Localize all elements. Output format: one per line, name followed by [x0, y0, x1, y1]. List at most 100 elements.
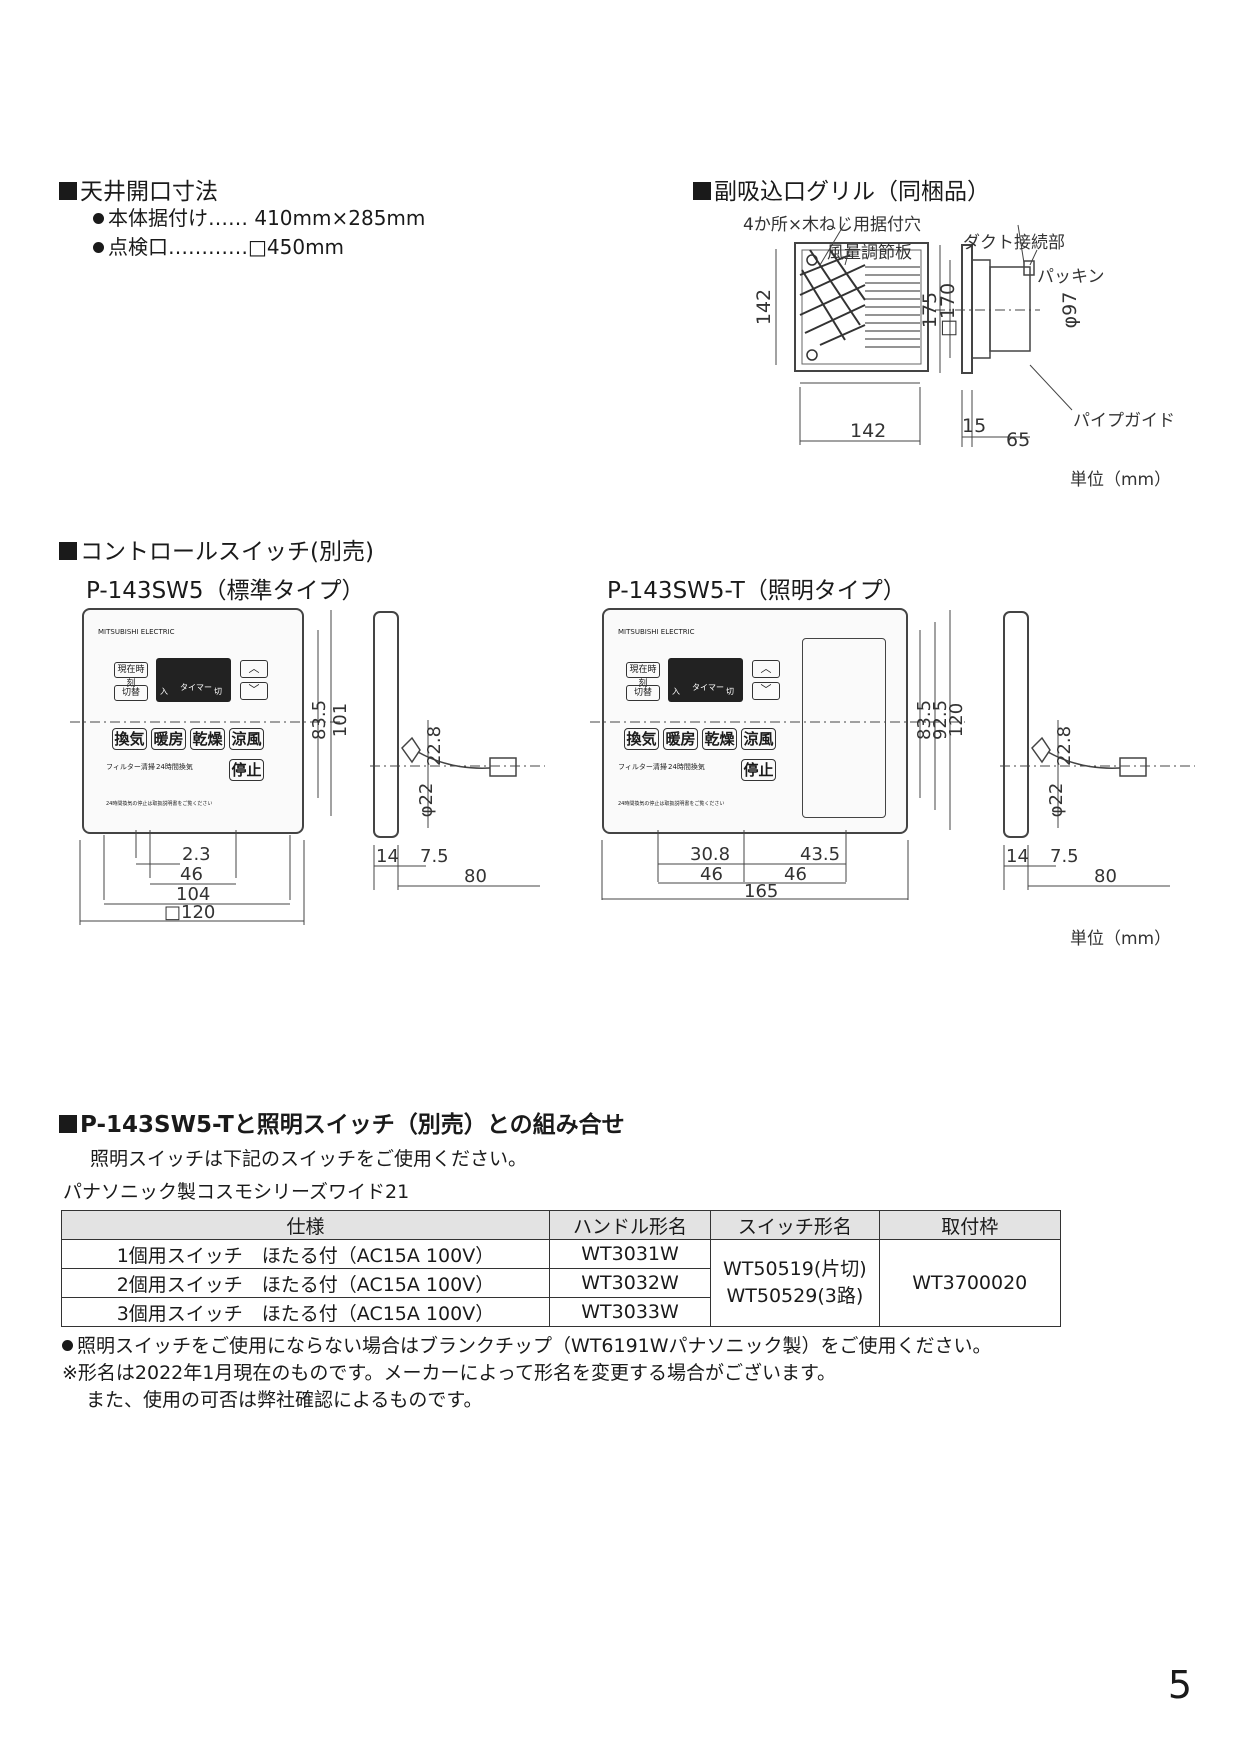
- light-side-dim-75: 7.5: [1050, 846, 1079, 867]
- table-cell-spec: 1個用スイッチ ほたる付（AC15A 100V）: [61, 1239, 550, 1269]
- light-dimension-lines: 83.5 92.5 120 30.8 43.5 46 46 165: [590, 610, 967, 902]
- std-dim-120: □120: [164, 902, 215, 923]
- std-24h-label: 24時間換気: [156, 763, 193, 771]
- grille-dim-175: 175: [919, 292, 941, 328]
- light-dim-308: 30.8: [690, 844, 730, 865]
- light-24h-label: 24時間換気: [668, 763, 705, 771]
- combo-table: 仕様 ハンドル形名 スイッチ形名 取付枠 1個用スイッチ ほたる付（AC15A …: [61, 1210, 1062, 1327]
- light-mode-ventilate[interactable]: 換気: [624, 728, 659, 750]
- control-section-title: コントロールスイッチ(別売): [59, 532, 374, 566]
- light-side-dim-228: 22.8: [1054, 726, 1075, 766]
- grille-unit: 単位（mm）: [1070, 470, 1172, 490]
- grille-label-holes: 4か所×木ねじ用据付穴: [743, 215, 922, 235]
- std-side-dim-phi22: φ22: [416, 783, 437, 818]
- light-display: 入 タイマー 切: [668, 658, 743, 702]
- light-mode-heat[interactable]: 暖房: [663, 728, 698, 750]
- table-cell-spec: 2個用スイッチ ほたる付（AC15A 100V）: [61, 1268, 550, 1298]
- table-header-switch: スイッチ形名: [710, 1210, 880, 1240]
- grille-section-title: 副吸込口グリル（同梱品）: [693, 172, 990, 206]
- std-brand-logo: MITSUBISHI ELECTRIC: [98, 628, 175, 636]
- std-panel-note: 24時間換気の停止は取扱説明書をご覧ください: [106, 801, 213, 807]
- table-cell-handle: WT3033W: [548, 1297, 712, 1327]
- std-dim-46: 46: [180, 864, 203, 885]
- grille-drawing: 142 142 175 □170 φ97 15 65: [753, 222, 1081, 451]
- combo-note-blank-chip: 照明スイッチをご使用にならない場合はブランクチップ（WT6191Wパナソニック製…: [62, 1331, 992, 1358]
- table-cell-frame: WT3700020: [878, 1239, 1062, 1327]
- grille-dim-h: 142: [753, 289, 775, 325]
- std-dimension-lines: 83.5 101 2.3 46 104 □120: [70, 610, 351, 925]
- grille-side-outline: [961, 244, 973, 374]
- light-clock-button[interactable]: 現在時刻: [626, 662, 660, 689]
- std-down-button[interactable]: ﹀: [240, 682, 268, 700]
- light-side-view: 22.8 φ22 14 7.5 80: [1000, 611, 1195, 890]
- table-cell-switch: WT50519(片切)WT50529(3路): [710, 1239, 880, 1327]
- light-side-dim-80: 80: [1094, 866, 1117, 887]
- table-row: 2個用スイッチ ほたる付（AC15A 100V） WT3032W: [61, 1268, 1061, 1298]
- light-mode-cool[interactable]: 涼風: [741, 728, 776, 750]
- std-dim-23: 2.3: [182, 844, 211, 865]
- std-side-dim-14: 14: [376, 846, 399, 867]
- std-filter-label: フィルター清掃: [106, 763, 155, 771]
- light-stop-button[interactable]: 停止: [741, 759, 776, 781]
- std-side-dim-80: 80: [464, 866, 487, 887]
- grille-label-packing: パッキン: [1037, 267, 1105, 287]
- std-switch-panel: MITSUBISHI ELECTRIC 現在時刻 切替 入 タイマー 切 ︿ ﹀…: [82, 608, 304, 834]
- ceiling-item-body: 本体据付け…… 410mm×285mm: [93, 202, 425, 231]
- combo-series: パナソニック製コスモシリーズワイド21: [63, 1181, 410, 1203]
- grille-dim-w: 142: [850, 420, 886, 442]
- combo-note-confirm: また、使用の可否は弊社確認によるものです。: [86, 1389, 483, 1411]
- table-header-spec: 仕様: [61, 1210, 550, 1240]
- ceiling-item-inspection: 点検口…………□450mm: [93, 231, 344, 260]
- light-side-dim-phi22: φ22: [1046, 783, 1067, 818]
- combo-section-title: P-143SW5-Tと照明スイッチ（別売）との組み合せ: [59, 1105, 625, 1139]
- control-light-title: P-143SW5-T（照明タイプ）: [607, 578, 906, 604]
- table-cell-spec: 3個用スイッチ ほたる付（AC15A 100V）: [61, 1297, 550, 1327]
- table-header-handle: ハンドル形名: [548, 1210, 712, 1240]
- grille-dim-phi97: φ97: [1059, 292, 1081, 329]
- light-switch-slot: [802, 638, 886, 818]
- grille-label-damper: 風量調節板: [827, 243, 912, 263]
- light-dim-83: 83.5: [914, 700, 935, 740]
- table-header-row: 仕様 ハンドル形名 スイッチ形名 取付枠: [61, 1210, 1062, 1240]
- page-number: 5: [1167, 1663, 1192, 1707]
- light-filter-label: フィルター清掃: [618, 763, 667, 771]
- control-std-title: P-143SW5（標準タイプ）: [86, 578, 365, 604]
- table-header-frame: 取付枠: [878, 1210, 1062, 1240]
- grille-label-duct: ダクト接続部: [963, 233, 1065, 253]
- light-dim-46b: 46: [784, 864, 807, 885]
- control-unit: 単位（mm）: [1070, 929, 1172, 949]
- ceiling-section-title: 天井開口寸法: [59, 172, 218, 206]
- std-display: 入 タイマー 切: [156, 658, 231, 702]
- std-clock-button[interactable]: 現在時刻: [114, 662, 148, 689]
- std-mode-heat[interactable]: 暖房: [151, 728, 186, 750]
- std-mode-dry[interactable]: 乾燥: [190, 728, 225, 750]
- std-mode-ventilate[interactable]: 換気: [112, 728, 147, 750]
- light-down-button[interactable]: ﹀: [752, 682, 780, 700]
- light-panel-note: 24時間換気の停止は取扱説明書をご覧ください: [618, 801, 725, 807]
- std-up-button[interactable]: ︿: [240, 660, 268, 678]
- std-side-dim-75: 7.5: [420, 846, 449, 867]
- light-dim-120: 120: [946, 703, 967, 737]
- std-side-dim-228: 22.8: [424, 726, 445, 766]
- light-up-button[interactable]: ︿: [752, 660, 780, 678]
- light-toggle-button[interactable]: 切替: [626, 685, 660, 701]
- combo-lead: 照明スイッチは下記のスイッチをご使用ください。: [90, 1148, 528, 1170]
- std-dim-104: 104: [176, 884, 210, 905]
- std-toggle-button[interactable]: 切替: [114, 685, 148, 701]
- std-dim-83: 83.5: [309, 700, 330, 740]
- table-cell-handle: WT3031W: [548, 1239, 712, 1269]
- std-mode-cool[interactable]: 涼風: [229, 728, 264, 750]
- table-row: 3個用スイッチ ほたる付（AC15A 100V） WT3033W: [61, 1297, 1061, 1327]
- light-dim-92: 92.5: [930, 700, 951, 740]
- light-switch-panel: MITSUBISHI ELECTRIC 現在時刻 切替 入 タイマー 切 ︿ ﹀…: [602, 608, 908, 834]
- table-cell-handle: WT3032W: [548, 1268, 712, 1298]
- light-mode-dry[interactable]: 乾燥: [702, 728, 737, 750]
- light-brand-logo: MITSUBISHI ELECTRIC: [618, 628, 695, 636]
- light-dim-435: 43.5: [800, 844, 840, 865]
- light-side-dim-14: 14: [1006, 846, 1029, 867]
- std-stop-button[interactable]: 停止: [229, 759, 264, 781]
- combo-note-model: ※形名は2022年1月現在のものです。メーカーによって形名を変更する場合がござい…: [62, 1362, 837, 1384]
- light-dim-165: 165: [744, 881, 778, 902]
- grille-front-outline: [794, 242, 929, 372]
- grille-dim-65: 65: [1006, 429, 1030, 451]
